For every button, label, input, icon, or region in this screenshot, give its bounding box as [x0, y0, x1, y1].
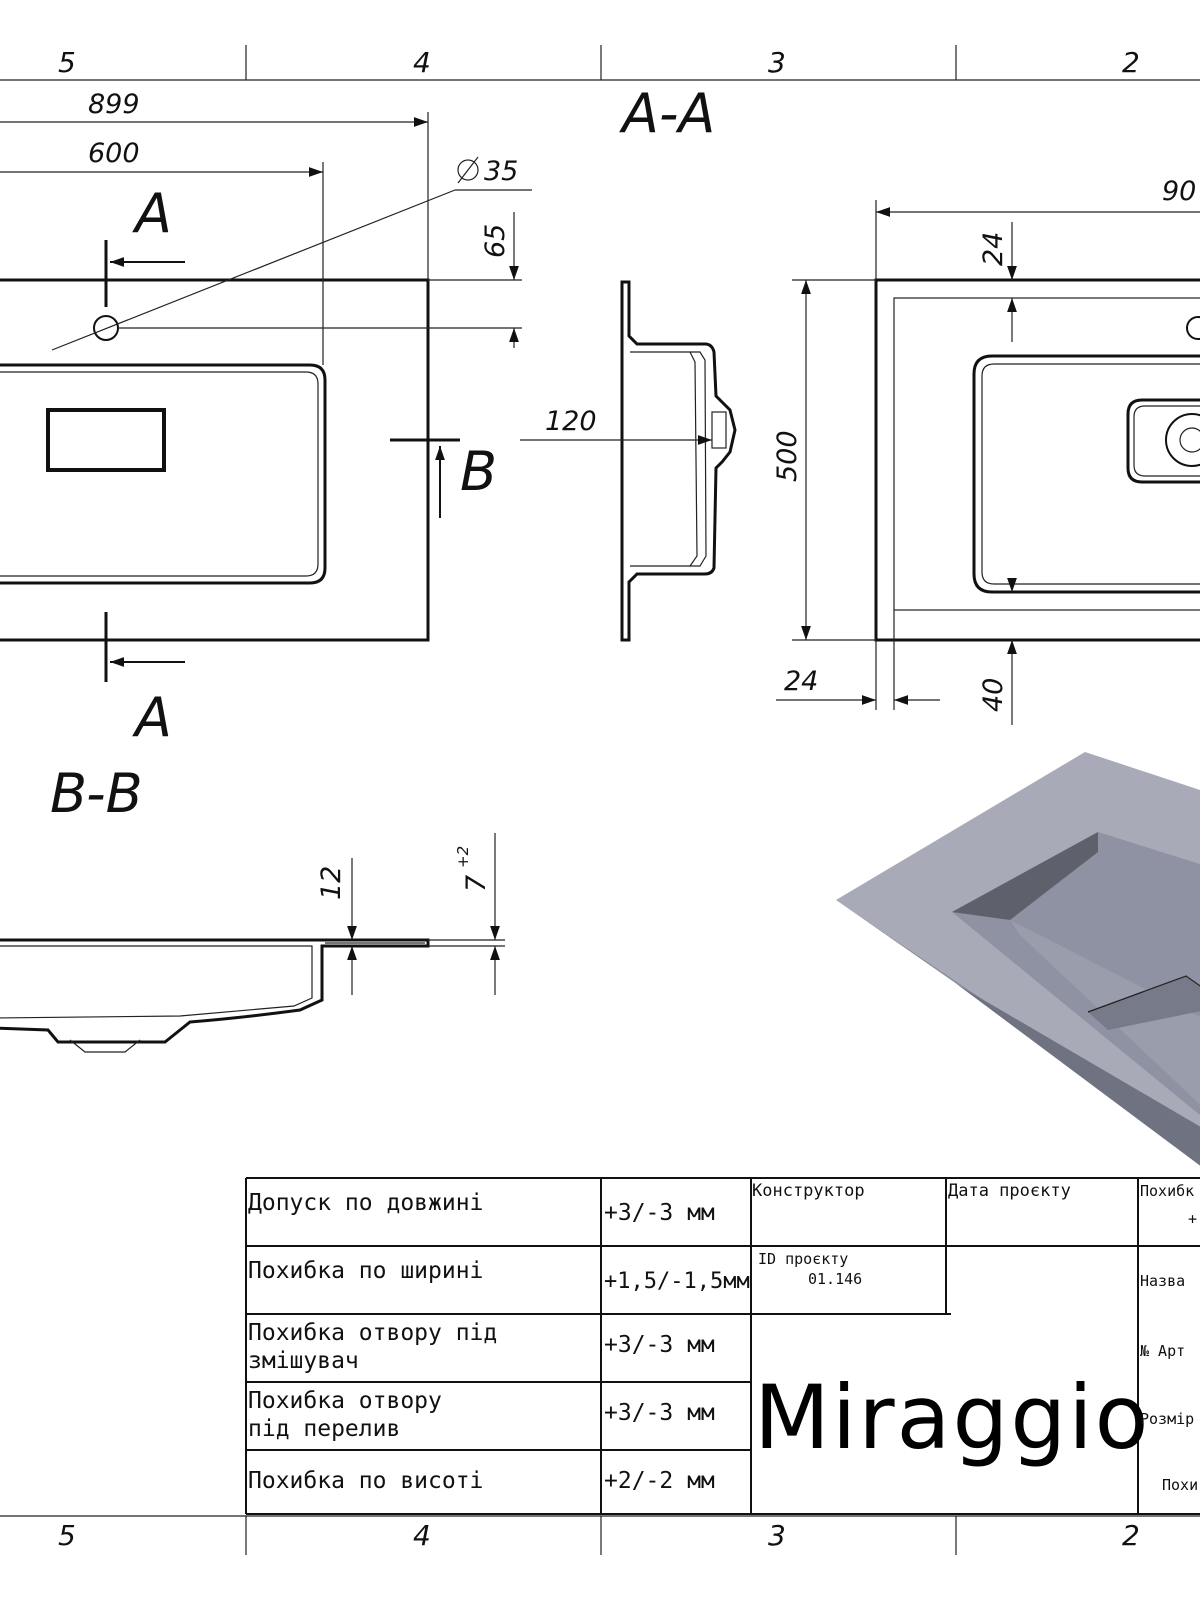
- zone-label-top-2: 2: [1122, 46, 1140, 79]
- zone-label-bottom-3: 3: [768, 1519, 786, 1552]
- cut-label-a-bottom: A: [132, 686, 172, 749]
- zone-label-bottom-5: 5: [58, 1519, 76, 1552]
- dim-width-90: 90: [1162, 176, 1196, 207]
- dim-hole-offset-65: 65: [480, 224, 511, 258]
- section-title-aa: A-A: [619, 82, 715, 145]
- right-label-size: Розмір: [1140, 1410, 1194, 1428]
- front-view: 90 24 500 24 40: [772, 176, 1200, 725]
- zone-label-top-5: 5: [58, 46, 76, 79]
- project-date-label: Дата проєкту: [948, 1181, 1071, 1201]
- tolerance-row-2-label: Похибка по ширині: [248, 1258, 483, 1284]
- right-label-plus: +: [1188, 1210, 1197, 1228]
- dim-depth-500: 500: [772, 430, 803, 482]
- mixer-hole-front: [1186, 316, 1200, 340]
- zone-label-bottom-2: 2: [1122, 1519, 1140, 1552]
- basin-3d-render: [836, 752, 1200, 1166]
- cut-label-a-top: A: [132, 182, 172, 245]
- dim-rim-24-top: 24: [978, 232, 1009, 266]
- tolerance-row-1-label: Допуск по довжині: [248, 1190, 483, 1216]
- dim-hole-diameter-35: 35: [484, 156, 518, 187]
- right-label-error-2: Похи: [1162, 1476, 1198, 1494]
- dim-thickness-7-tolerance: +2: [454, 846, 472, 868]
- section-aa-profile: 120: [520, 280, 737, 642]
- tolerance-row-2-value: +1,5/-1,5мм: [604, 1269, 750, 1294]
- brand-logo-text: Miraggio: [754, 1366, 1151, 1469]
- designer-label: Конструктор: [752, 1181, 865, 1201]
- project-id-value: 01.146: [808, 1270, 862, 1288]
- dim-rim-24-bottom: 24: [784, 666, 818, 697]
- title-block: Допуск по довжині +3/-3 мм Похибка по ши…: [245, 1177, 1200, 1515]
- tolerance-row-3-value: +3/-3 мм: [604, 1332, 715, 1358]
- section-bb-profile: 12 7 +2: [0, 833, 505, 1053]
- dim-depth-120: 120: [545, 406, 597, 437]
- right-label-name: Назва: [1140, 1272, 1185, 1290]
- dim-thickness-12: 12: [316, 866, 347, 900]
- tolerance-row-5-value: +2/-2 мм: [604, 1468, 715, 1494]
- dim-thickness-7: 7: [461, 875, 492, 892]
- zone-label-top-4: 4: [413, 46, 431, 79]
- dim-rim-40: 40: [978, 678, 1009, 712]
- cut-label-b: B: [460, 440, 497, 503]
- zone-strip-bottom: 5 4 3 2: [0, 1515, 1200, 1555]
- right-label-error: Похибк: [1140, 1182, 1194, 1200]
- dim-length-899: 899: [88, 89, 140, 120]
- zone-strip-top: 5 4 3 2: [0, 45, 1200, 81]
- tolerance-row-5-label: Похибка по висоті: [248, 1468, 483, 1494]
- section-title-bb: B-B: [50, 762, 143, 825]
- tolerance-row-3-label-line2: змішувач: [248, 1348, 359, 1374]
- zone-label-bottom-4: 4: [413, 1519, 431, 1552]
- drain-cover-rect: [46, 408, 166, 472]
- tolerance-row-1-value: +3/-3 мм: [604, 1200, 715, 1226]
- dim-basin-600: 600: [88, 138, 140, 169]
- tolerance-row-4-label-line2: під перелив: [248, 1416, 400, 1442]
- zone-label-top-3: 3: [768, 46, 786, 79]
- tolerance-row-3-label-line1: Похибка отвору під: [248, 1320, 497, 1346]
- right-label-article: № Арт: [1140, 1342, 1185, 1360]
- tolerance-row-4-label-line1: Похибка отвору: [248, 1388, 442, 1414]
- tolerance-row-4-value: +3/-3 мм: [604, 1400, 715, 1426]
- project-id-label: ID проєкту: [758, 1250, 848, 1268]
- top-view: A A B 899 600 35 65: [0, 89, 532, 749]
